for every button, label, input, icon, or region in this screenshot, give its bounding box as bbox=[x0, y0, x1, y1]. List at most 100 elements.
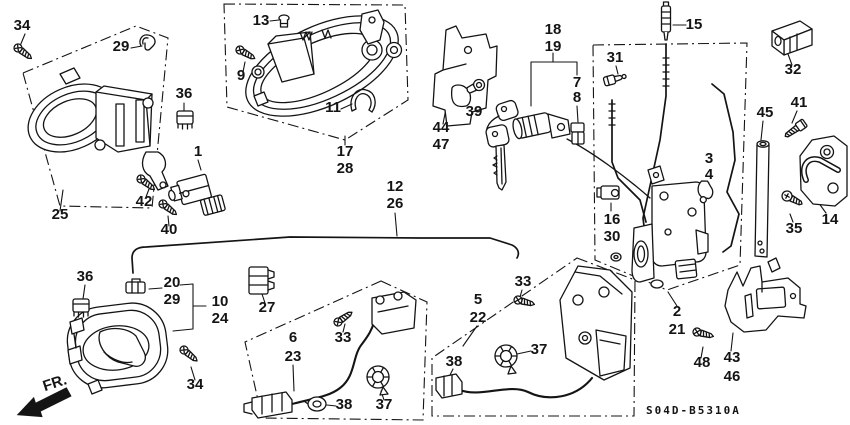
callout-2: 2 bbox=[673, 303, 681, 320]
callouts-layer: 3429139361424025111728122644473918197815… bbox=[14, 12, 839, 413]
box-part-5-22 bbox=[431, 257, 636, 417]
callout-46: 46 bbox=[724, 368, 741, 385]
clip-29-top bbox=[139, 34, 156, 51]
callout-34: 34 bbox=[187, 376, 204, 393]
callout-5: 5 bbox=[474, 291, 482, 308]
callout-35: 35 bbox=[786, 220, 803, 237]
part-25-outer-handle-rear bbox=[27, 67, 169, 191]
callout-23: 23 bbox=[285, 348, 302, 365]
callout-11: 11 bbox=[325, 99, 341, 116]
part-12-26-rod bbox=[131, 236, 520, 274]
connector-36-top bbox=[176, 110, 194, 130]
part-32-block bbox=[771, 20, 813, 56]
callout-13: 13 bbox=[253, 12, 270, 29]
bracket-10-24 bbox=[172, 283, 207, 332]
part-44-47-bracket bbox=[432, 25, 498, 127]
callout-45: 45 bbox=[757, 104, 774, 121]
box-part-25 bbox=[22, 25, 169, 209]
callout-18: 18 bbox=[545, 21, 562, 38]
bolt-35 bbox=[781, 190, 803, 206]
box-part-2-21 bbox=[592, 42, 748, 291]
box-part-17-28 bbox=[223, 3, 409, 141]
callout-38: 38 bbox=[336, 396, 353, 413]
callout-20: 20 bbox=[164, 274, 181, 291]
callout-21: 21 bbox=[669, 321, 686, 338]
part-18-19-key-cylinder bbox=[485, 99, 571, 191]
screw-40 bbox=[158, 199, 178, 216]
callout-26: 26 bbox=[387, 195, 404, 212]
callout-27: 27 bbox=[259, 299, 276, 316]
part-6-23-switch-harness bbox=[243, 291, 417, 419]
box-part-6-23 bbox=[244, 280, 428, 421]
clip-16-30 bbox=[596, 185, 620, 200]
diagram-code: S04D-B5310A bbox=[646, 404, 741, 417]
callout-10: 10 bbox=[212, 293, 229, 310]
part-14-striker bbox=[799, 135, 848, 207]
callout-3: 3 bbox=[705, 150, 713, 167]
callout-43: 43 bbox=[724, 349, 741, 366]
screws-and-bolts bbox=[13, 1, 808, 362]
part-5-22-lock-actuator bbox=[435, 265, 633, 399]
callout-4: 4 bbox=[705, 166, 714, 183]
screw-34-bottom bbox=[179, 345, 198, 362]
part-38-connector-right bbox=[435, 373, 463, 399]
callout-6: 6 bbox=[289, 329, 297, 346]
callout-36: 36 bbox=[77, 268, 94, 285]
screw-9 bbox=[235, 45, 256, 60]
part-2-21-lock-assembly bbox=[566, 43, 740, 289]
callout-24: 24 bbox=[212, 310, 229, 327]
part-10-24-inner-handle bbox=[66, 302, 169, 395]
callout-36: 36 bbox=[176, 85, 193, 102]
assembly-boxes bbox=[22, 3, 748, 421]
callout-9: 9 bbox=[237, 67, 245, 84]
fr-direction: FR. bbox=[16, 371, 72, 418]
clip-11 bbox=[350, 88, 376, 113]
callout-42: 42 bbox=[136, 193, 153, 210]
callout-31: 31 bbox=[607, 49, 624, 66]
callout-48: 48 bbox=[694, 354, 711, 371]
part-45-tube bbox=[754, 140, 770, 258]
callout-47: 47 bbox=[433, 136, 450, 153]
part-17-28-outer-handle-front bbox=[245, 9, 403, 117]
callout-40: 40 bbox=[161, 221, 178, 238]
callout-29: 29 bbox=[164, 291, 181, 308]
callout-19: 19 bbox=[545, 38, 562, 55]
clips-and-connectors bbox=[72, 34, 714, 412]
knob-15 bbox=[660, 1, 672, 41]
bracket-18-19 bbox=[530, 52, 578, 107]
callout-41: 41 bbox=[791, 94, 808, 111]
callout-8: 8 bbox=[573, 89, 581, 106]
screw-33-right bbox=[513, 295, 536, 307]
fr-label: FR. bbox=[41, 371, 69, 395]
callout-32: 32 bbox=[785, 61, 802, 78]
callout-44: 44 bbox=[433, 119, 450, 136]
callout-39: 39 bbox=[466, 103, 483, 120]
connector-36-bottom bbox=[72, 298, 90, 318]
callout-34: 34 bbox=[14, 17, 31, 34]
grommet-38-left bbox=[303, 396, 327, 412]
clip-37-left bbox=[366, 365, 390, 396]
callout-38: 38 bbox=[446, 353, 463, 370]
clip-20-29 bbox=[125, 278, 146, 294]
callout-33: 33 bbox=[335, 329, 352, 346]
switch-27 bbox=[248, 266, 275, 295]
stud-13 bbox=[278, 14, 290, 28]
callout-7: 7 bbox=[573, 74, 581, 91]
screw-34-top bbox=[13, 43, 33, 60]
callout-17: 17 bbox=[337, 143, 354, 160]
callout-15: 15 bbox=[686, 16, 703, 33]
screw-33-left bbox=[333, 311, 353, 327]
callout-29: 29 bbox=[113, 38, 130, 55]
bolt-39 bbox=[466, 78, 486, 94]
callout-37: 37 bbox=[376, 396, 393, 413]
callout-14: 14 bbox=[822, 211, 839, 228]
screw-48 bbox=[692, 327, 715, 339]
bolt-31 bbox=[602, 73, 627, 87]
callout-25: 25 bbox=[52, 206, 69, 223]
callout-28: 28 bbox=[337, 160, 354, 177]
callout-1: 1 bbox=[194, 143, 202, 160]
clip-37-right bbox=[494, 344, 518, 375]
part-1-actuator bbox=[168, 173, 226, 216]
clip-3-4 bbox=[697, 180, 714, 204]
